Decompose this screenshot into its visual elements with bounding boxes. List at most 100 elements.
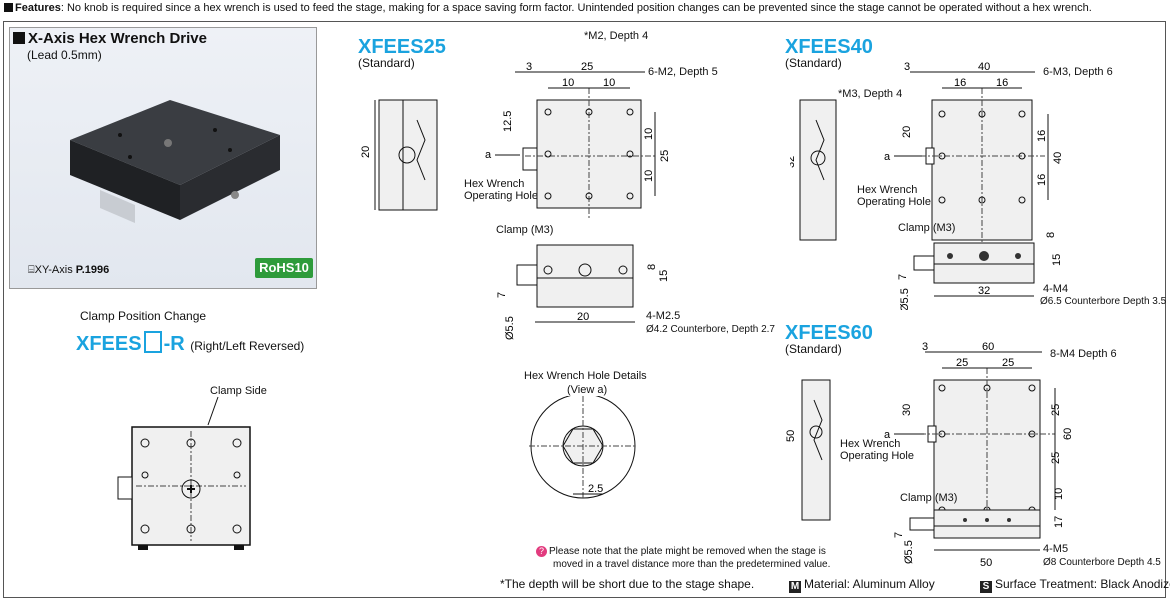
features-line: Features: No knob is required since a he…: [4, 2, 1092, 14]
xfees60-dim-25d: 25: [1050, 452, 1062, 464]
xy-ref-label: XY-Axis: [34, 264, 73, 276]
xfees60-dim-d55: Ø5.5: [903, 540, 915, 564]
model-xfees60-std: (Standard): [785, 342, 842, 356]
hex-detail-dim: 2.5: [588, 483, 603, 495]
xfees40-cbore: Ø6.5 Counterbore Depth 3.5: [1040, 296, 1167, 307]
plate-warning-l1: Please note that the plate might be remo…: [549, 546, 826, 557]
bullet-square-icon: [13, 32, 25, 44]
xfees25-hex-hole-l1: Hex Wrench: [464, 178, 525, 190]
xfees25-m2-depth4: *M2, Depth 4: [584, 30, 649, 42]
features-heading: Features: [15, 2, 61, 14]
xfees40-dim-32: 32: [790, 156, 797, 168]
features-text: : No knob is required since a hex wrench…: [60, 2, 1092, 14]
xfees60-dim-25a: 25: [956, 357, 968, 369]
xfees40-dim-d55: Ø5.5: [899, 288, 911, 310]
xfees25-dim-3: 3: [526, 61, 532, 73]
xfees25-dim-8: 8: [646, 264, 658, 270]
xfees60-dim-7: 7: [893, 532, 905, 538]
xfees60-dim-50: 50: [785, 430, 797, 442]
xfees60-drawing: 50 3 60 25 25 30 25 60 25 a 50 10 17 7 Ø…: [785, 341, 1074, 569]
xfees40-drawing: 32 3 40 16 16 20 16 40 16 a 32 8 15 7 Ø5…: [790, 61, 1064, 310]
xfees25-hex-hole-l2: Operating Hole: [464, 190, 538, 202]
book-icon: ⌸: [28, 264, 35, 276]
xfees25-dim-20b: 20: [577, 311, 589, 323]
xfees60-m4-depth6: 8-M4 Depth 6: [1050, 348, 1117, 360]
xfees60-dim-10: 10: [1053, 488, 1065, 500]
xfees40-dim-15: 15: [1051, 254, 1063, 266]
xfees40-dim-16c: 16: [1036, 130, 1048, 142]
xfees60-clamp: Clamp (M3): [900, 492, 958, 504]
xfees40-dim-7: 7: [897, 274, 909, 280]
xfees60-hex-hole-l1: Hex Wrench: [840, 438, 901, 450]
surface-text: Surface Treatment: Black Anodize: [995, 577, 1170, 591]
model-xfees40: XFEES40: [785, 36, 873, 58]
xfees25-drawing: 20 3 25 10 10 12.5 10 25 10 a 20 8 15 7 …: [360, 61, 671, 340]
hex-detail-view: (View a): [567, 384, 608, 396]
xfees60-dim-17: 17: [1053, 516, 1065, 528]
xfees25-dim-d55: Ø5.5: [504, 316, 516, 340]
xfees40-dim-20: 20: [901, 126, 913, 138]
reversed-model: XFEES-R (Right/Left Reversed): [76, 331, 304, 356]
xfees40-m4: 4-M4: [1043, 283, 1069, 295]
xy-ref-page: P.1996: [75, 264, 110, 276]
xfees60-arrow-a: a: [884, 429, 891, 441]
xfees60-dim-60: 60: [982, 341, 994, 353]
xfees60-dim-3: 3: [922, 341, 928, 353]
xfees25-m2-depth5: 6-M2, Depth 5: [648, 66, 718, 78]
material-badge: M: [789, 581, 801, 593]
xfees60-hex-hole-l2: Operating Hole: [840, 450, 914, 462]
rohs-badge: RoHS10: [255, 258, 313, 278]
product-lead: (Lead 0.5mm): [27, 48, 102, 62]
xfees40-m3-depth6: 6-M3, Depth 6: [1043, 66, 1113, 78]
xfees25-dim-10a: 10: [562, 77, 574, 89]
model-xfees40-std: (Standard): [785, 56, 842, 70]
xfees40-dim-16a: 16: [954, 77, 966, 89]
bullet-square-icon: [4, 3, 13, 12]
xfees40-dim-8: 8: [1045, 232, 1057, 238]
model-xfees25-std: (Standard): [358, 56, 415, 70]
xfees40-dim-3: 3: [904, 61, 910, 73]
warning-icon: ?: [536, 546, 547, 557]
xfees25-dim-12-5: 12.5: [502, 111, 514, 132]
hex-detail-drawing: 2.5: [529, 396, 637, 500]
depth-note: *The depth will be short due to the stag…: [500, 577, 755, 591]
placeholder-box-icon: [143, 331, 162, 353]
drawing-frame: [3, 21, 1166, 598]
surface-badge: S: [980, 581, 992, 593]
model-xfees25: XFEES25: [358, 36, 446, 58]
xfees40-m3-depth4: *M3, Depth 4: [838, 88, 903, 100]
product-photo: [70, 100, 280, 223]
reversed-stage-drawing: [117, 396, 251, 550]
xfees40-dim-16d: 16: [1036, 174, 1048, 186]
xfees60-dim-25b: 25: [1002, 357, 1014, 369]
xfees25-dim-7: 7: [496, 292, 508, 298]
hex-detail-title: Hex Wrench Hole Details: [524, 370, 647, 382]
material-text: Material: Aluminum Alloy: [804, 577, 935, 591]
xfees60-dim-30: 30: [901, 404, 913, 416]
xfees60-m5: 4-M5: [1043, 543, 1069, 555]
xfees40-dim-40: 40: [978, 61, 990, 73]
xfees40-clamp: Clamp (M3): [898, 222, 956, 234]
xfees60-cbore: Ø8 Counterbore Depth 4.5: [1043, 557, 1161, 568]
clamp-side-label: Clamp Side: [210, 385, 267, 397]
plate-warning-l2: moved in a travel distance more than the…: [553, 559, 831, 570]
xfees40-dim-40b: 40: [1052, 152, 1064, 164]
product-title: X-Axis Hex Wrench Drive: [13, 30, 207, 47]
xfees40-hex-hole-l1: Hex Wrench: [857, 184, 918, 196]
xfees60-dim-50b: 50: [980, 557, 992, 569]
xfees25-dim-25b: 25: [659, 150, 671, 162]
xfees25-dim-10c: 10: [643, 128, 655, 140]
clamp-change-label: Clamp Position Change: [80, 309, 207, 323]
xfees25-clamp: Clamp (M3): [496, 224, 554, 236]
xfees25-m2-5: 4-M2.5: [646, 310, 681, 322]
xy-axis-reference[interactable]: ⌸XY-Axis P.1996: [28, 264, 109, 277]
xfees40-arrow-a: a: [884, 151, 891, 163]
model-xfees60: XFEES60: [785, 322, 873, 344]
xfees25-dim-25: 25: [581, 61, 593, 73]
xfees40-hex-hole-l2: Operating Hole: [857, 196, 931, 208]
xfees60-dim-25c: 25: [1050, 404, 1062, 416]
xfees25-cbore: Ø4.2 Counterbore, Depth 2.7: [646, 324, 775, 335]
xfees25-arrow-a: a: [485, 149, 492, 161]
